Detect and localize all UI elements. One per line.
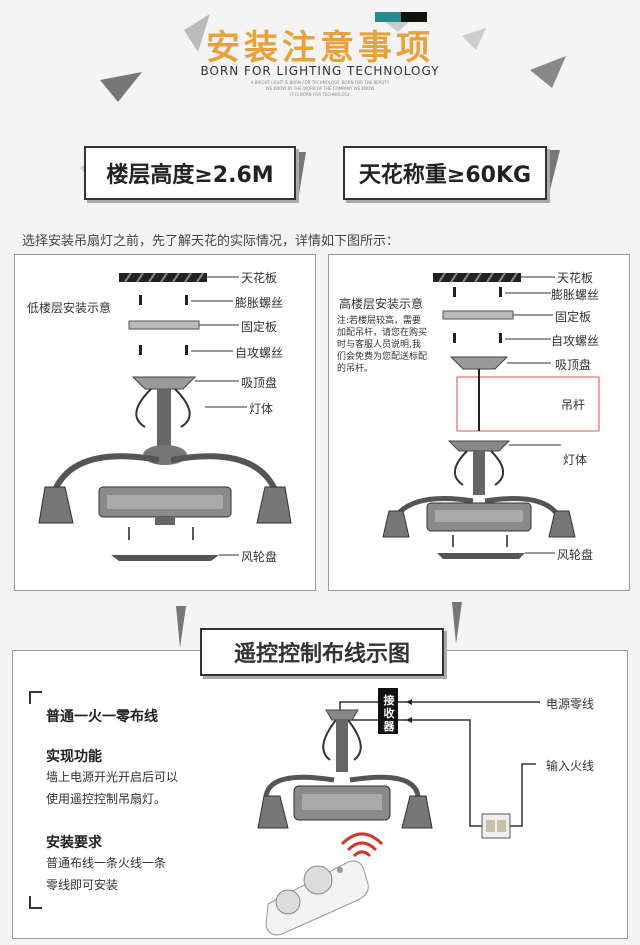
live-wire-label: 输入火线 xyxy=(546,759,595,773)
low-floor-diagram xyxy=(38,272,292,561)
low-label-fan-disc: 风轮盘 xyxy=(241,550,278,564)
page-title: 安装注意事项 xyxy=(206,28,434,68)
remote-title-decoration xyxy=(176,602,462,648)
high-label-lamp-body: 灯体 xyxy=(563,453,588,467)
low-label-canopy: 吸顶盘 xyxy=(241,376,278,390)
low-label-ceiling: 天花板 xyxy=(241,271,278,285)
low-label-self-tapping-screw: 自攻螺丝 xyxy=(235,346,284,360)
low-label-lamp-body: 灯体 xyxy=(249,402,274,416)
function-title: 实现功能 xyxy=(46,749,102,765)
high-label-fixing-plate: 固定板 xyxy=(555,310,592,324)
wiring-type-title: 普通一火一零布线 xyxy=(46,709,158,725)
high-label-fan-disc: 风轮盘 xyxy=(557,548,594,562)
high-label-expansion-bolt: 膨胀螺丝 xyxy=(551,288,600,302)
install-line-1: 普通布线一条火线一条 xyxy=(46,856,167,870)
install-title: 安装要求 xyxy=(46,835,102,851)
fine-print-2: WE KNOW BY THE WORK OF THE COMPANY WE KN… xyxy=(265,86,375,91)
page-subtitle: BORN FOR LIGHTING TECHNOLOGY xyxy=(200,64,440,78)
receiver-label: 接收器 xyxy=(383,694,395,733)
high-label-canopy: 吸顶盘 xyxy=(555,358,592,372)
text-frame xyxy=(29,691,42,909)
high-floor-diagram xyxy=(382,272,600,559)
low-floor-panel: 低楼层安装示意 天花板 膨胀螺丝 固定板 自攻螺丝 吸顶盘 灯体 风轮盘 xyxy=(14,254,316,591)
fine-print-1: A BRIGHT LIGHT IS BORN FOR TECHNOLOGY, B… xyxy=(250,80,390,85)
neutral-wire-label: 电源零线 xyxy=(546,697,595,711)
intro-text: 选择安装吊扇灯之前，先了解天花的实际情况，详情如下图所示： xyxy=(22,234,400,249)
high-label-downrod: 吊杆 xyxy=(561,398,586,412)
low-floor-caption: 低楼层安装示意 xyxy=(27,301,112,315)
function-line-2: 使用遥控控制吊扇灯。 xyxy=(46,792,167,806)
ceiling-weight-badge: 天花称重≥60KG xyxy=(343,146,547,200)
function-line-1: 墙上电源开光开启后可以 xyxy=(46,770,179,784)
fine-print-3: IT IS BORN FOR TECHNOLOGY xyxy=(290,92,350,97)
install-line-2: 零线即可安装 xyxy=(46,878,119,892)
high-floor-note: 注:若楼层较高，需要加配吊杆，请您在购买时与客服人员说明,我们会免费为您配送标配… xyxy=(337,316,428,374)
wiring-diagram xyxy=(257,688,540,936)
high-label-self-tapping-screw: 自攻螺丝 xyxy=(551,334,600,348)
high-floor-caption: 高楼层安装示意 xyxy=(339,297,424,311)
low-label-expansion-bolt: 膨胀螺丝 xyxy=(235,296,284,310)
remote-section-title: 遥控控制布线示图 xyxy=(200,628,444,676)
high-floor-panel: 高楼层安装示意 注:若楼层较高，需要加配吊杆，请您在购买时与客服人员说明,我们会… xyxy=(328,254,630,591)
floor-height-badge: 楼层高度≥2.6M xyxy=(84,146,296,200)
high-label-ceiling: 天花板 xyxy=(557,271,594,285)
low-label-fixing-plate: 固定板 xyxy=(241,320,278,334)
